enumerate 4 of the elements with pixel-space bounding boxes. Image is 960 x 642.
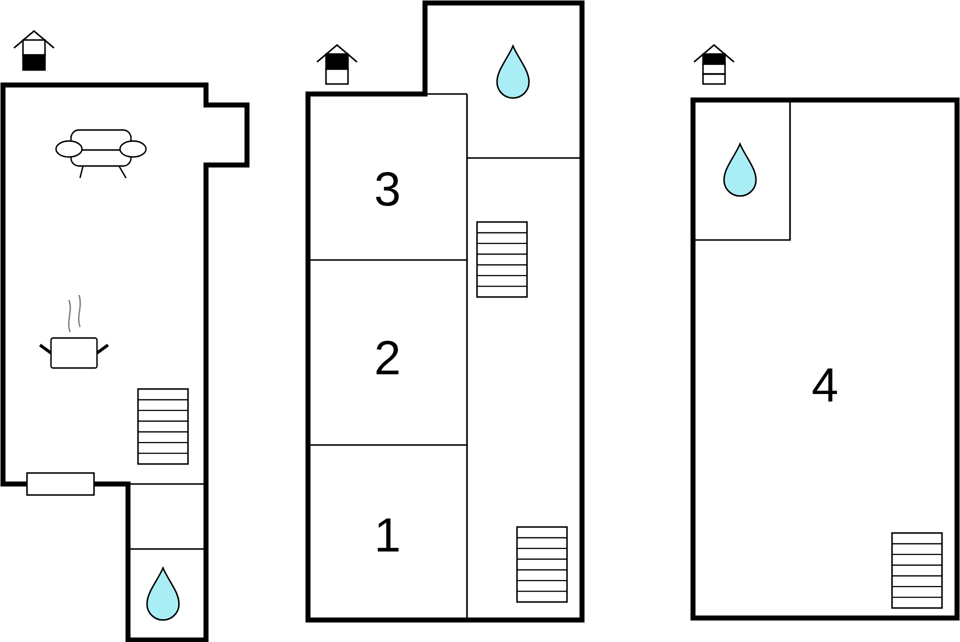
room-number: 2 bbox=[376, 340, 398, 374]
room-number: 4 bbox=[812, 368, 837, 402]
room-number: 3 bbox=[376, 172, 399, 206]
room-number: 1 bbox=[378, 518, 399, 552]
